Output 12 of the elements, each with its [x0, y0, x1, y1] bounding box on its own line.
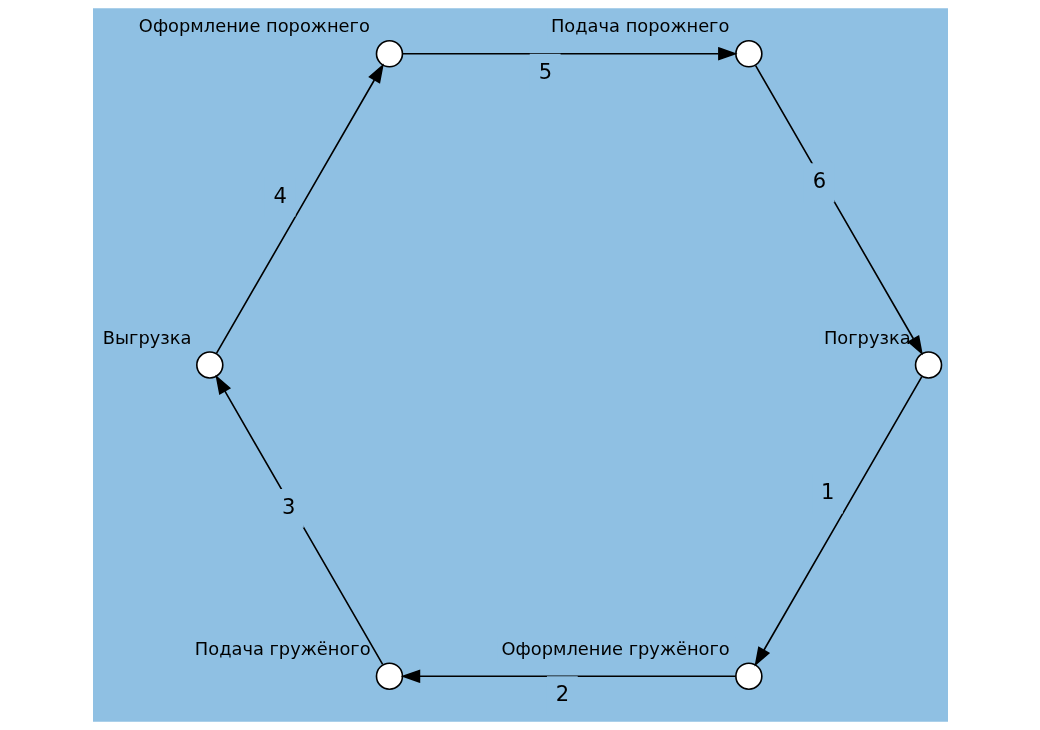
- node-label: Погрузка: [823, 326, 911, 348]
- node-label: Оформление гружёного: [500, 637, 730, 659]
- edge-label: 1: [820, 479, 834, 505]
- edge-label: 2: [555, 681, 569, 707]
- edge-label: 6: [812, 168, 826, 194]
- node-label: Оформление порожнего: [138, 15, 370, 37]
- edge-label: 5: [538, 58, 552, 84]
- node-label: Подача гружёного: [194, 637, 371, 659]
- node-label: Подача порожнего: [550, 15, 729, 37]
- edge-label: 3: [281, 493, 295, 519]
- edge-label: 4: [273, 182, 287, 208]
- node-label: Выгрузка: [102, 326, 191, 348]
